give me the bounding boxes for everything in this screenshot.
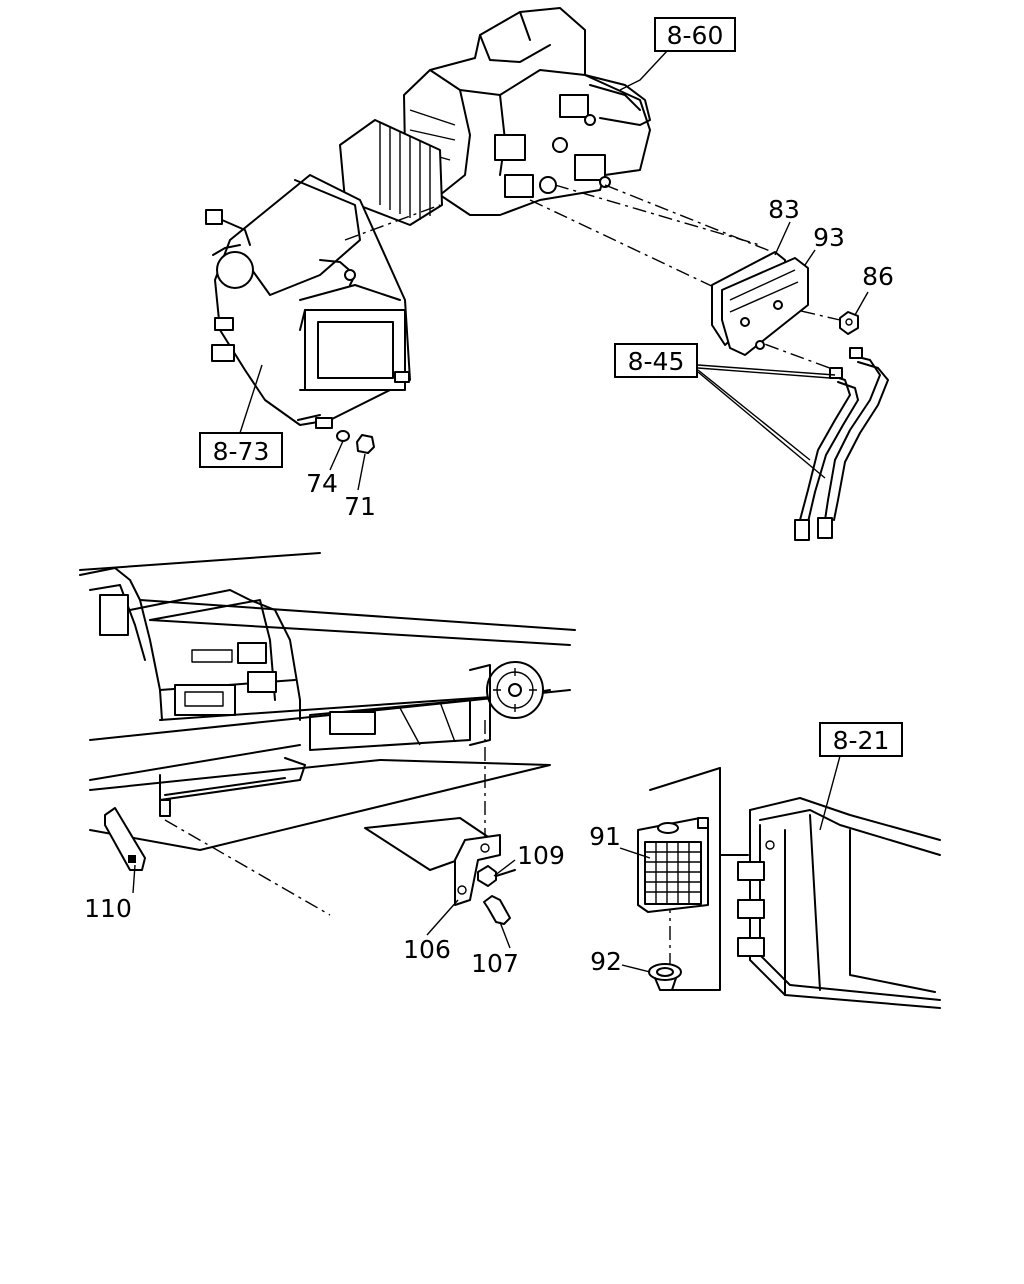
bracket-110-drawing bbox=[104, 807, 146, 871]
ref-8-21: 8-21 bbox=[819, 722, 903, 757]
ref-8-21-label: 8-21 bbox=[833, 726, 890, 755]
part-83-label: 83 bbox=[768, 195, 800, 224]
bracket-106-drawing bbox=[454, 834, 516, 925]
connector-grid bbox=[644, 841, 702, 905]
control-unit-drawing bbox=[637, 767, 749, 991]
part-107-label: 107 bbox=[471, 949, 519, 978]
gasket-cover-drawing bbox=[711, 251, 809, 356]
ref-8-60: 8-60 bbox=[654, 17, 736, 52]
part-71-label: 71 bbox=[344, 492, 376, 521]
part-91-label: 91 bbox=[589, 822, 621, 851]
ref-8-45-label: 8-45 bbox=[628, 347, 685, 376]
part-74-label: 74 bbox=[306, 469, 338, 498]
part-109-label: 109 bbox=[517, 841, 565, 870]
washer-nut-drawing bbox=[336, 430, 375, 454]
hoses-drawing bbox=[794, 347, 889, 541]
dashboard-drawing bbox=[79, 552, 576, 916]
duct-frame-drawing bbox=[737, 797, 941, 1009]
nut-86-drawing bbox=[839, 311, 859, 335]
heater-unit-drawing bbox=[205, 7, 841, 429]
ref-8-73: 8-73 bbox=[199, 432, 283, 468]
leader-lines bbox=[132, 49, 869, 973]
ref-8-45: 8-45 bbox=[614, 343, 698, 378]
ref-8-73-label: 8-73 bbox=[213, 437, 270, 466]
part-106-label: 106 bbox=[403, 935, 451, 964]
part-92-label: 92 bbox=[590, 947, 622, 976]
part-110-label: 110 bbox=[84, 894, 132, 923]
part-93-label: 93 bbox=[813, 223, 845, 252]
ref-8-60-label: 8-60 bbox=[667, 21, 724, 50]
part-86-label: 86 bbox=[862, 262, 894, 291]
